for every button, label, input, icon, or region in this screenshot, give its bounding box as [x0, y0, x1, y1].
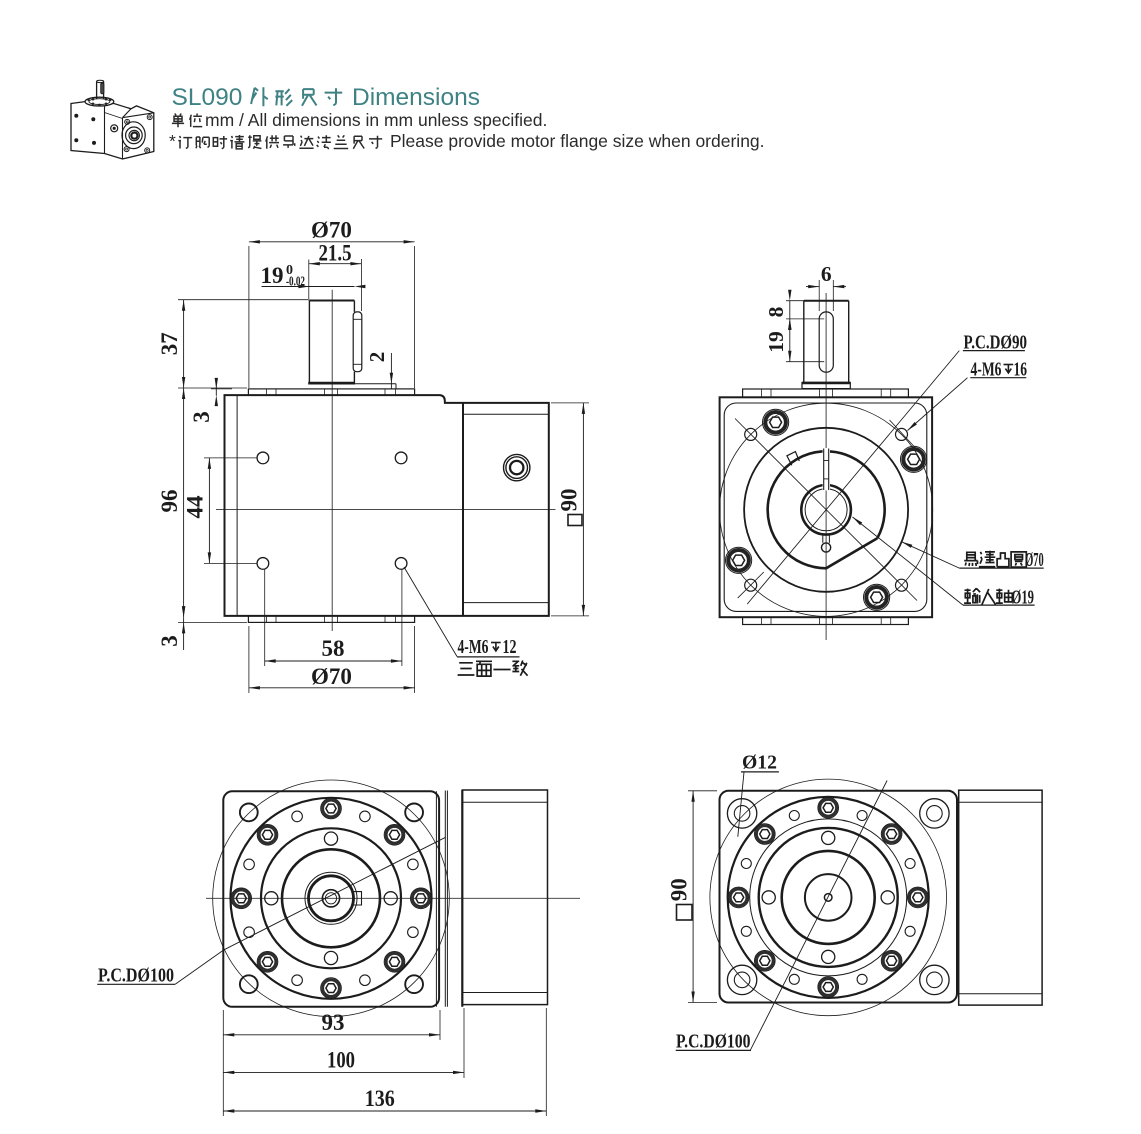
svg-text:*: * [169, 131, 176, 151]
svg-text:21.5: 21.5 [319, 241, 352, 266]
svg-text:8: 8 [764, 306, 788, 317]
svg-text:90: 90 [667, 878, 692, 901]
svg-text:Dimensions: Dimensions [352, 84, 480, 111]
svg-text:P.C.DØ100: P.C.DØ100 [98, 965, 174, 987]
svg-text:90: 90 [557, 489, 582, 512]
svg-text:4-M6: 4-M6 [458, 636, 489, 658]
svg-text:mm / All dimensions in mm unle: mm / All dimensions in mm unless specifi… [205, 110, 547, 130]
svg-text:2: 2 [365, 352, 389, 363]
svg-text:44: 44 [183, 495, 208, 519]
svg-text:4-M6: 4-M6 [971, 359, 1002, 381]
svg-text:Ø70: Ø70 [311, 218, 352, 243]
svg-text:0: 0 [286, 263, 293, 278]
svg-text:96: 96 [157, 490, 182, 513]
svg-text:3: 3 [189, 411, 214, 423]
svg-text:-0.02: -0.02 [286, 275, 305, 290]
svg-text:19: 19 [261, 263, 284, 288]
svg-text:6: 6 [821, 262, 832, 286]
svg-text:3: 3 [157, 635, 182, 647]
svg-text:16: 16 [1014, 359, 1028, 381]
svg-text:100: 100 [327, 1048, 355, 1073]
svg-text:19: 19 [764, 331, 788, 353]
svg-text:93: 93 [322, 1010, 345, 1035]
svg-text:Ø19: Ø19 [1012, 587, 1035, 609]
svg-text:Please provide motor flange si: Please provide motor flange size when or… [390, 131, 765, 151]
svg-text:Ø12: Ø12 [742, 752, 777, 774]
svg-text:Ø70: Ø70 [1025, 549, 1044, 571]
svg-text:Ø70: Ø70 [311, 664, 352, 689]
svg-text:P.C.DØ90: P.C.DØ90 [964, 332, 1028, 354]
svg-text:58: 58 [322, 636, 345, 661]
svg-text:SL090: SL090 [172, 84, 243, 111]
svg-text:12: 12 [503, 636, 517, 658]
svg-text:136: 136 [365, 1086, 395, 1111]
svg-text:P.C.DØ100: P.C.DØ100 [676, 1031, 751, 1053]
svg-text:37: 37 [157, 332, 182, 355]
